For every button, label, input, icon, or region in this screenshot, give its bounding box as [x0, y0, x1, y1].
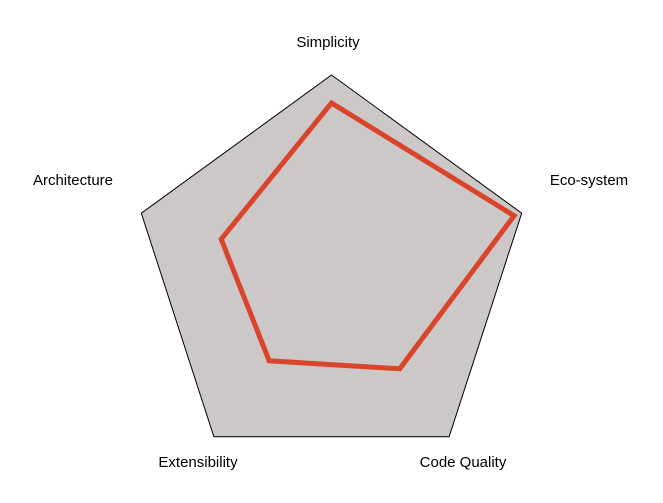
radar-background: [140, 74, 523, 438]
radar-series-line: [218, 99, 518, 372]
axis-label-code-quality: Code Quality: [420, 454, 507, 471]
axis-label-simplicity: Simplicity: [296, 34, 360, 51]
axis-label-eco-system: Eco-system: [550, 172, 628, 189]
axis-label-architecture: Architecture: [33, 172, 113, 189]
axis-label-extensibility: Extensibility: [158, 454, 238, 471]
